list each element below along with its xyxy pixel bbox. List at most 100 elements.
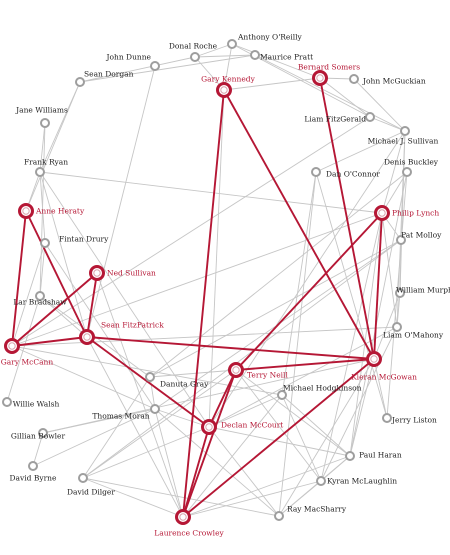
node-paul-haran[interactable]: Paul Haran (345, 451, 402, 461)
node-label: Dan O'Connor (326, 170, 380, 179)
node-ring (38, 428, 48, 438)
node-maurice-pratt[interactable]: Maurice Pratt (250, 50, 313, 62)
node-label: Pat Molloy (401, 231, 442, 240)
node-danuta-gray[interactable]: Danuta Gray (145, 372, 209, 389)
edge (39, 171, 88, 338)
node-anthony-oreilly[interactable]: Anthony O'Reilly (227, 33, 303, 49)
node-philip-lynch[interactable]: Philip Lynch (374, 205, 440, 221)
edge (278, 358, 375, 517)
node-core (83, 333, 91, 341)
edge (79, 56, 196, 83)
node-label: Anthony O'Reilly (237, 33, 303, 42)
highlighted-edge (235, 358, 375, 371)
node-william-murphy[interactable]: William Murphy (395, 286, 450, 298)
node-liam-omahony[interactable]: Liam O'Mahony (383, 322, 444, 340)
node-label: Ned Sullivan (107, 269, 156, 278)
highlighted-edge (25, 210, 88, 338)
edge (82, 477, 184, 518)
node-david-byrne[interactable]: David Byrne (10, 461, 57, 483)
edge (11, 212, 383, 347)
edge (154, 408, 210, 428)
edge (182, 394, 283, 518)
node-ring (35, 291, 45, 301)
node-label: Frank Ryan (24, 158, 68, 167)
highlighted-edge (373, 212, 383, 360)
edge (235, 369, 322, 482)
node-laurence-crowley[interactable]: Laurence Crowley (154, 509, 225, 538)
node-michael-hodgkinson[interactable]: Michael Hodgkinson (277, 384, 362, 400)
node-jane-williams[interactable]: Jane Williams (15, 106, 68, 128)
node-core (179, 513, 187, 521)
edge (96, 272, 184, 518)
node-ring (40, 238, 50, 248)
node-pat-molloy[interactable]: Pat Molloy (396, 231, 442, 245)
node-ring (277, 390, 287, 400)
node-frank-ryan[interactable]: Frank Ryan (24, 158, 68, 177)
edge (353, 78, 406, 132)
node-ring (402, 167, 412, 177)
node-sean-dorgan[interactable]: Sean Dorgan (75, 70, 134, 87)
node-label: Maurice Pratt (260, 53, 313, 62)
edge (281, 394, 322, 482)
node-john-mcguckian[interactable]: John McGuckian (349, 74, 426, 86)
highlighted-edge (86, 336, 375, 360)
node-label: David Byrne (10, 474, 57, 483)
node-ring (365, 112, 375, 122)
node-john-dunne[interactable]: John Dunne (105, 53, 160, 71)
node-denis-buckley[interactable]: Denis Buckley (384, 158, 439, 177)
node-ring (396, 235, 406, 245)
node-dan-oconnor[interactable]: Dan O'Connor (311, 167, 380, 179)
node-michael-j-sullivan[interactable]: Michael J. Sullivan (368, 126, 439, 146)
node-label: Michael J. Sullivan (368, 137, 439, 146)
node-terry-neill[interactable]: Terry Neill (228, 362, 289, 380)
node-donal-roche[interactable]: Donal Roche (169, 42, 218, 62)
node-thomas-moran[interactable]: Thomas Moran (92, 404, 160, 421)
node-label: Thomas Moran (92, 412, 149, 421)
node-label: Sean FitzPatrick (101, 321, 164, 330)
node-ring (311, 167, 321, 177)
edge (82, 426, 210, 479)
node-label: Michael Hodgkinson (283, 384, 362, 393)
node-ring (78, 473, 88, 483)
highlighted-edge (11, 272, 98, 347)
node-ring (145, 372, 155, 382)
edge (320, 326, 398, 482)
node-declan-mccourt[interactable]: Declan McCourt (201, 419, 284, 435)
node-jerry-liston[interactable]: Jerry Liston (382, 413, 437, 425)
node-gillian-bowler[interactable]: Gillian Bowler (11, 428, 66, 441)
edge (254, 54, 406, 132)
node-sean-fitzpatrick[interactable]: Sean FitzPatrick (79, 321, 165, 345)
node-gary-kennedy[interactable]: Gary Kennedy (201, 75, 256, 98)
node-label: Liam O'Mahony (383, 331, 444, 340)
edge (11, 116, 371, 347)
node-kyran-mclaughlin[interactable]: Kyran McLaughlin (316, 476, 397, 486)
edge (82, 477, 280, 517)
node-gary-mccann[interactable]: Gary McCann (1, 338, 54, 367)
edge (39, 242, 46, 297)
node-kieran-mcgowan[interactable]: Kieran McGowan (351, 351, 417, 382)
edge (39, 122, 46, 173)
node-label: Lar Bradshaw (13, 298, 67, 307)
node-ray-macsharry[interactable]: Ray MacSharry (274, 505, 347, 521)
node-willie-walsh[interactable]: Willie Walsh (2, 397, 59, 409)
node-ring (227, 39, 237, 49)
node-anne-heraty[interactable]: Anne Heraty (18, 203, 85, 219)
node-ring (150, 404, 160, 414)
node-label: Bernard Somers (298, 63, 360, 72)
node-bernard-somers[interactable]: Bernard Somers (298, 63, 360, 86)
node-ring (150, 61, 160, 71)
highlighted-edge (182, 89, 225, 518)
node-core (22, 207, 30, 215)
node-lar-bradshaw[interactable]: Lar Bradshaw (13, 291, 67, 307)
node-ring (382, 413, 392, 423)
edge (194, 43, 233, 58)
node-label: Donal Roche (169, 42, 218, 51)
node-david-dilger[interactable]: David Dilger (67, 473, 115, 497)
node-fintan-drury[interactable]: Fintan Drury (40, 235, 109, 248)
node-liam-fitzgerald[interactable]: Liam FitzGerald (304, 112, 375, 124)
node-label: Ray MacSharry (287, 505, 347, 514)
node-ned-sullivan[interactable]: Ned Sullivan (89, 265, 157, 281)
node-ring (274, 511, 284, 521)
edge (373, 292, 401, 360)
